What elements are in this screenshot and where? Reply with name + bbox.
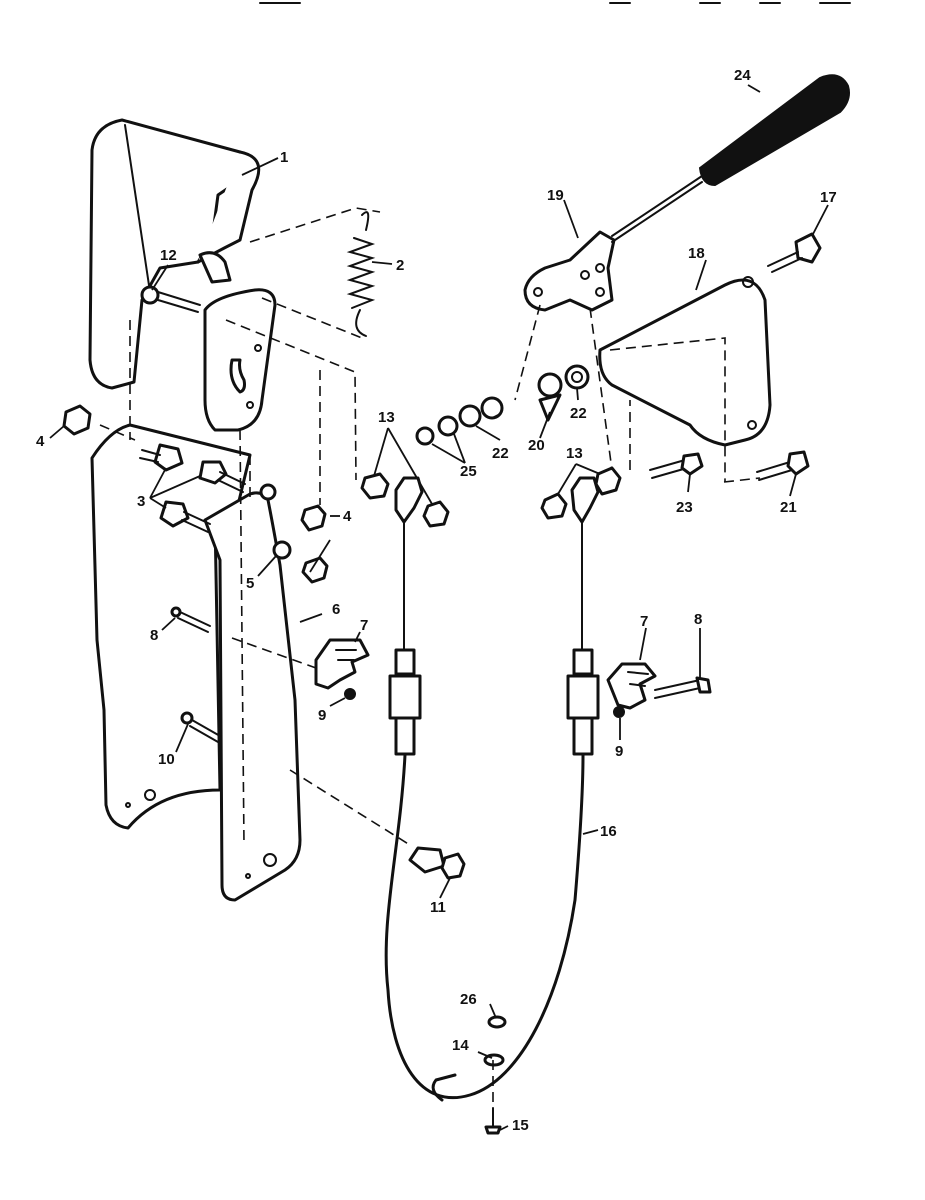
cable-end-fittings [360, 466, 622, 528]
callout-22-left: 22 [492, 445, 509, 462]
callout-26: 26 [460, 991, 477, 1008]
callout-9-left: 9 [318, 707, 326, 724]
callout-1: 1 [280, 149, 288, 166]
callout-23: 23 [676, 499, 693, 516]
washer-stack [415, 364, 590, 446]
callout-24: 24 [734, 67, 751, 84]
callout-17: 17 [820, 189, 837, 206]
callout-13-right: 13 [566, 445, 583, 462]
callout-4-right: 4 [343, 508, 352, 525]
screw-parts [170, 606, 221, 743]
callout-15: 15 [512, 1117, 529, 1134]
callout-22-right: 22 [570, 405, 587, 422]
callout-7-left: 7 [360, 617, 368, 634]
assembly-lines [99, 207, 761, 846]
callout-10: 10 [158, 751, 175, 768]
callout-8-left: 8 [150, 627, 158, 644]
callout-18: 18 [688, 245, 705, 262]
callout-12: 12 [160, 247, 177, 264]
shift-lever [523, 175, 703, 312]
chute-bracket-part [203, 288, 277, 432]
bolt-parts-21-23 [649, 450, 810, 481]
callout-2: 2 [396, 257, 404, 274]
chute-deflector-part [88, 118, 261, 390]
callout-3: 3 [137, 493, 145, 510]
callout-25: 25 [460, 463, 477, 480]
cable-clamp-left [314, 638, 370, 690]
callout-14: 14 [452, 1037, 469, 1054]
nut-parts [62, 404, 356, 700]
callout-13-left: 13 [378, 409, 395, 426]
bolt-part-17 [767, 232, 822, 273]
callout-19: 19 [547, 187, 564, 204]
callout-4-left: 4 [36, 433, 45, 450]
lever-handle-grip [698, 74, 850, 187]
callout-16: 16 [600, 823, 617, 840]
callout-11: 11 [430, 899, 446, 916]
callout-9-right: 9 [615, 743, 623, 760]
callout-labels: 1 2 3 4 4 5 6 7 7 8 8 9 9 10 11 12 13 13… [36, 67, 837, 1134]
callout-5: 5 [246, 575, 254, 592]
cable-clamp-right [606, 662, 712, 718]
callout-8-right: 8 [694, 611, 702, 628]
callout-21: 21 [780, 499, 797, 516]
control-cable [384, 519, 600, 1102]
plate-bolts [139, 285, 277, 533]
callout-6: 6 [332, 601, 340, 618]
lever-bracket [598, 276, 772, 447]
spring-part [346, 211, 376, 337]
cable-clip [408, 846, 466, 880]
leader-lines [49, 84, 829, 1131]
callout-20: 20 [528, 437, 545, 454]
callout-7-right: 7 [640, 613, 648, 630]
